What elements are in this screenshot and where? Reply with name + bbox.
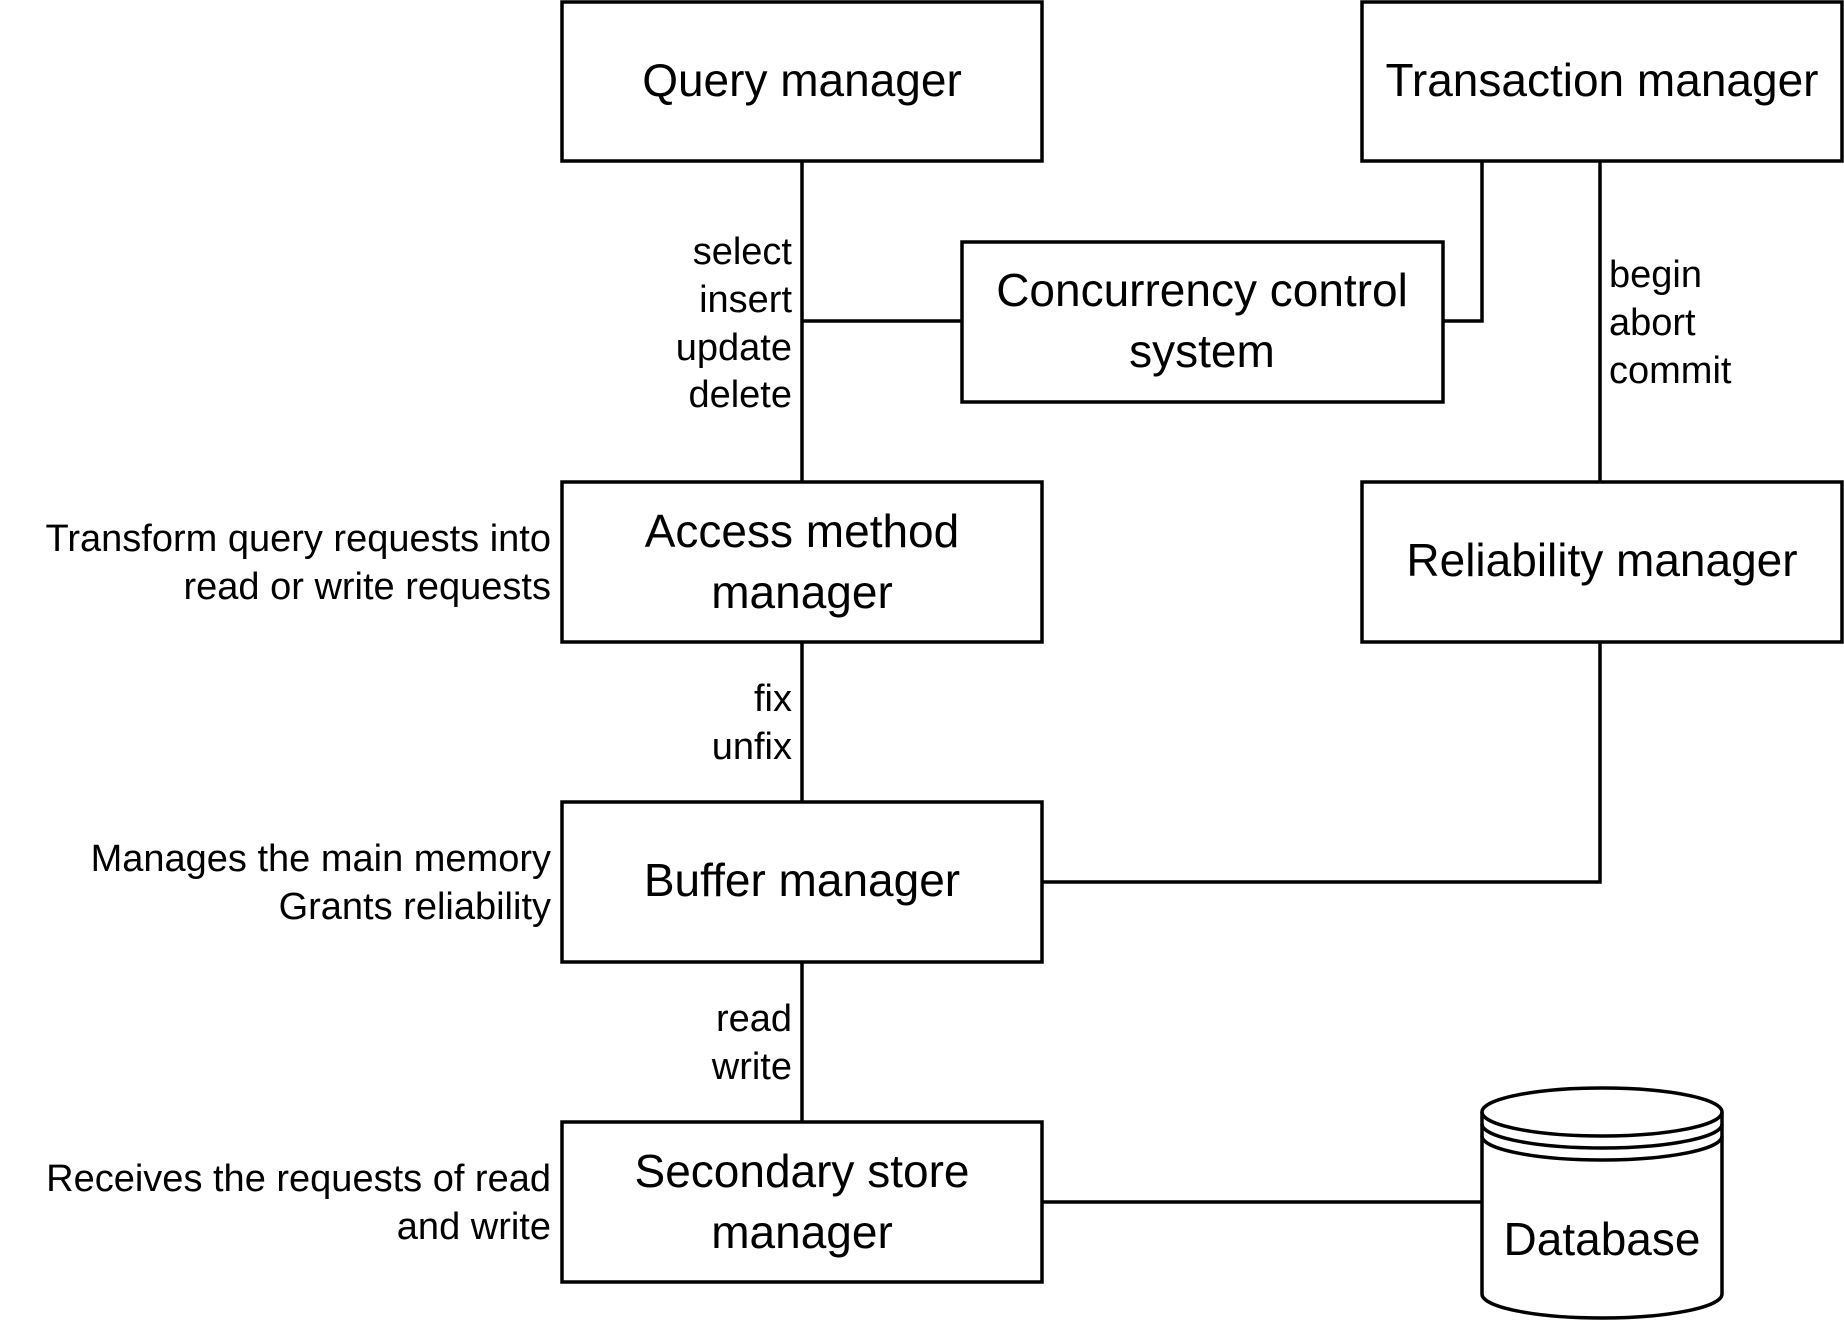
secondary-store-label-line2: manager: [711, 1206, 893, 1258]
edge-label-select: select: [693, 231, 793, 273]
edge-label-write: write: [711, 1046, 792, 1088]
buffer-note-line1: Manages the main memory: [91, 838, 551, 880]
access-method-note-line2: read or write requests: [184, 566, 552, 608]
database-cylinder-body: [1480, 1086, 1724, 1320]
transaction-manager-box: Transaction manager: [1360, 0, 1844, 163]
database-cylinder-ring3: [1480, 1135, 1724, 1162]
reliability-manager-box: Reliability manager: [1360, 480, 1844, 644]
query-ops-labels: select insert update delete: [676, 231, 793, 416]
buffer-manager-label: Buffer manager: [644, 854, 960, 906]
transaction-ops-labels: begin abort commit: [1609, 254, 1732, 392]
concurrency-control-label-line1: Concurrency control: [996, 264, 1408, 316]
edge-label-unfix: unfix: [712, 726, 792, 768]
concurrency-control-box: Concurrency control system: [960, 240, 1445, 404]
database-label: Database: [1504, 1213, 1701, 1265]
edge-label-read: read: [716, 998, 792, 1040]
database-cylinder-ring1: [1480, 1111, 1724, 1138]
buffer-note: Manages the main memory Grants reliabili…: [91, 838, 551, 928]
access-method-label-line1: Access method: [645, 505, 959, 557]
edge-label-begin: begin: [1609, 254, 1702, 296]
query-manager-box: Query manager: [560, 0, 1044, 163]
edge-label-delete: delete: [688, 374, 792, 416]
access-method-manager-box: Access method manager: [560, 480, 1044, 644]
transaction-manager-label: Transaction manager: [1386, 54, 1819, 106]
io-ops-labels: read write: [711, 998, 792, 1088]
buffer-note-line2: Grants reliability: [279, 886, 551, 928]
buffer-manager-box: Buffer manager: [560, 800, 1044, 964]
secondary-store-label-line1: Secondary store: [635, 1145, 970, 1197]
fix-ops-labels: fix unfix: [712, 678, 792, 768]
edge-reliability-to-buffer: [1042, 642, 1602, 884]
edge-label-update: update: [676, 327, 792, 369]
secondary-store-note: Receives the requests of read and write: [46, 1158, 551, 1248]
edge-label-abort: abort: [1609, 302, 1696, 344]
edge-transaction-to-concurrency: [1443, 161, 1484, 323]
database-cylinder-ring2: [1480, 1123, 1724, 1150]
concurrency-control-label-line2: system: [1129, 325, 1275, 377]
connectors: [800, 161, 1602, 1204]
edge-label-commit: commit: [1609, 350, 1732, 392]
secondary-store-note-line2: and write: [397, 1206, 551, 1248]
access-method-label-line2: manager: [711, 566, 893, 618]
database-cylinder: Database: [1480, 1086, 1724, 1320]
access-method-note: Transform query requests into read or wr…: [46, 518, 551, 608]
access-method-note-line1: Transform query requests into: [46, 518, 551, 560]
secondary-store-manager-box: Secondary store manager: [560, 1120, 1044, 1284]
edge-label-insert: insert: [699, 279, 792, 321]
secondary-store-note-line1: Receives the requests of read: [46, 1158, 551, 1200]
reliability-manager-label: Reliability manager: [1406, 534, 1797, 586]
query-manager-label: Query manager: [642, 54, 962, 106]
edge-label-fix: fix: [754, 678, 792, 720]
